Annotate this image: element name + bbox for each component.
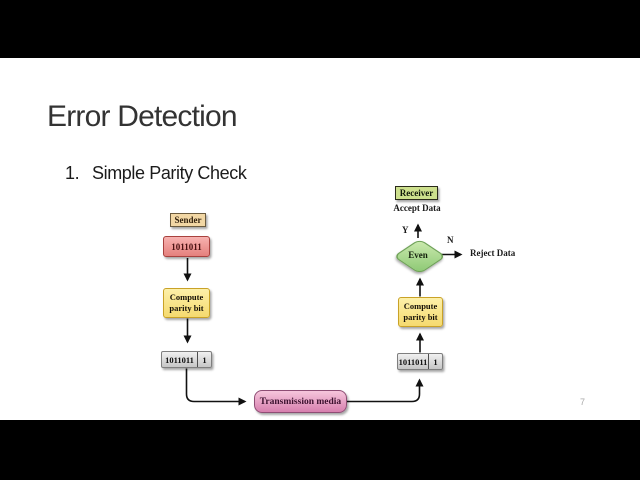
compute-label-line2: parity bit [403,312,438,322]
reject-data-label: Reject Data [470,248,516,258]
compute-parity-box-receiver: Compute parity bit [398,297,443,327]
transmission-media-label: Transmission media [259,396,342,407]
data-word-box: 1011011 [163,236,210,257]
page-number: 7 [580,397,586,407]
decision-label: Even [408,250,428,260]
codeword-bits: 1011011 [398,356,428,367]
codeword-parity-bit: 1 [197,352,211,367]
even-decision-diamond: Even [392,237,446,275]
no-branch-label: N [447,235,454,245]
list-item: 1. Simple Parity Check [65,163,247,184]
sender-box: Sender [170,213,206,227]
receiver-label: Receiver [399,188,434,198]
codeword-box-sender: 1011011 1 [161,351,212,368]
sender-label: Sender [174,215,202,225]
codeword-bits: 1011011 [165,354,194,365]
list-item-number: 1. [65,163,80,183]
slide-canvas: Error Detection 1. Simple Parity Check [0,58,640,420]
top-letterbox-bar [0,0,640,58]
bottom-letterbox-bar [0,420,640,480]
transmission-media-box: Transmission media [254,390,347,413]
compute-label-line1: Compute [403,301,438,312]
accept-data-label: Accept Data [393,203,441,213]
page-title: Error Detection [47,100,238,133]
data-bits-value: 1011011 [171,241,202,252]
yes-branch-label: Y [402,225,409,235]
receiver-box: Receiver [395,186,438,200]
codeword-box-receiver: 1011011 1 [397,353,443,370]
list-item-text: Simple Parity Check [92,163,247,183]
compute-parity-box-sender: Compute parity bit [163,288,210,318]
codeword-parity-bit: 1 [428,354,442,369]
compute-label-line2: parity bit [169,303,204,313]
compute-label-line1: Compute [169,292,204,303]
